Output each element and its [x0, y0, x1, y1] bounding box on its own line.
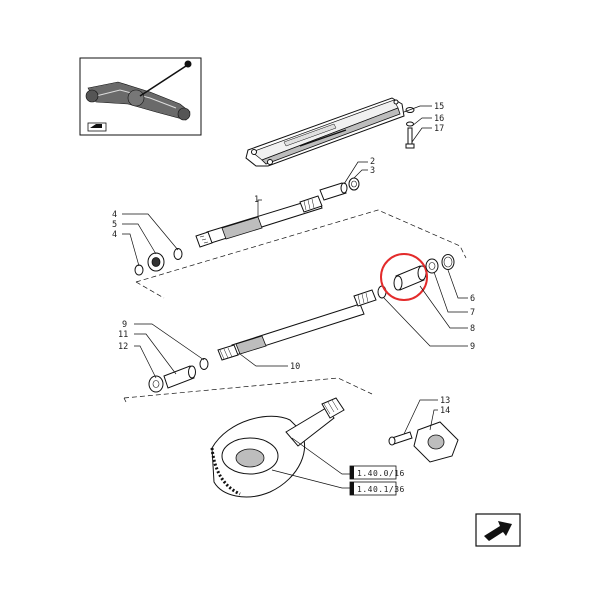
- callout-9-right: 9: [470, 342, 475, 352]
- circlip-4-upper[interactable]: [173, 248, 183, 260]
- arrow-next-icon[interactable]: [475, 513, 521, 547]
- bushing-2[interactable]: [319, 182, 348, 201]
- callout-15: 15: [434, 102, 444, 112]
- bushing-8[interactable]: [393, 265, 427, 291]
- callout-4-lower: 4: [112, 230, 117, 240]
- circlip-4-lower[interactable]: [134, 264, 144, 276]
- bolt-13[interactable]: [388, 431, 413, 446]
- bushing-11[interactable]: [163, 365, 196, 389]
- bevel-gear[interactable]: [210, 397, 345, 498]
- washer-12[interactable]: [148, 375, 164, 393]
- bolt-washer-stack[interactable]: [405, 107, 415, 149]
- reference-box-2[interactable]: 1.40.1/36: [349, 481, 405, 496]
- circlip-6[interactable]: [441, 254, 455, 270]
- callout-2: 2: [370, 157, 375, 167]
- flange-plate-14[interactable]: [413, 421, 459, 463]
- axle-thumbnail-icon[interactable]: [79, 57, 202, 136]
- svg-text:1.40.1/36: 1.40.1/36: [357, 485, 405, 494]
- svg-text:1.40.0/16: 1.40.0/16: [357, 469, 405, 478]
- highlight-circle: [380, 253, 428, 301]
- callout-10: 10: [290, 362, 300, 372]
- callout-4-upper: 4: [112, 210, 117, 220]
- support-bracket[interactable]: [245, 97, 405, 167]
- callout-7: 7: [470, 308, 475, 318]
- callout-5: 5: [112, 220, 117, 230]
- callout-6: 6: [470, 294, 475, 304]
- callout-17: 17: [434, 124, 444, 134]
- callout-9-left: 9: [122, 320, 127, 330]
- callout-14: 14: [440, 406, 450, 416]
- shaft-1[interactable]: [195, 195, 323, 248]
- callout-12: 12: [118, 342, 128, 352]
- callout-3: 3: [370, 166, 375, 176]
- washer-3[interactable]: [348, 177, 360, 191]
- leader-lines: [122, 105, 468, 489]
- callout-1: 1: [254, 195, 259, 205]
- callout-labels: 15 16 17 1 2 3 4 5 4 6 7 8 9 9 11 12 10 …: [112, 102, 475, 416]
- callout-11: 11: [118, 330, 128, 340]
- callout-8: 8: [470, 324, 475, 334]
- bearing-5[interactable]: [147, 252, 165, 272]
- callout-16: 16: [434, 114, 444, 124]
- callout-13: 13: [440, 396, 450, 406]
- shaft-10[interactable]: [217, 289, 377, 361]
- reference-box-1[interactable]: 1.40.0/16: [349, 465, 405, 480]
- washer-9-left[interactable]: [199, 358, 209, 370]
- washer-7[interactable]: [425, 258, 439, 274]
